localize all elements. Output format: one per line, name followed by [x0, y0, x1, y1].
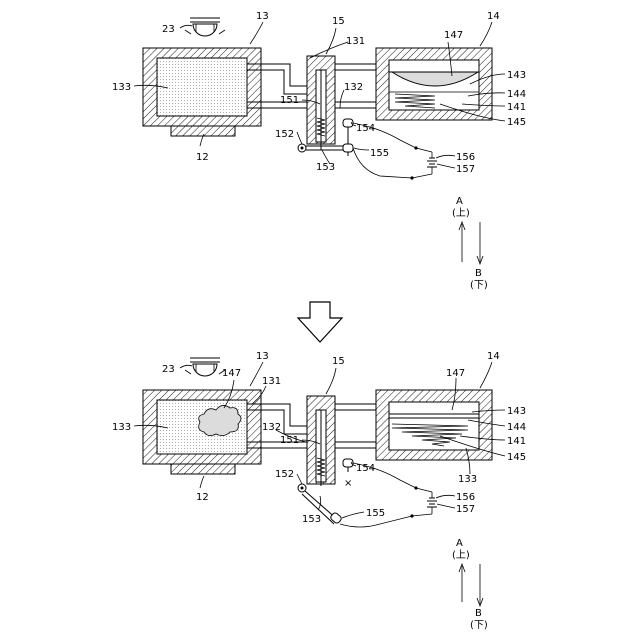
label-152-bottom: 152 — [275, 469, 294, 480]
label-154-bottom: 154 — [356, 463, 375, 474]
label-141: 141 — [507, 102, 526, 113]
label-dir-a: A — [456, 196, 463, 207]
label-13: 13 — [256, 11, 269, 22]
label-14-bottom: 14 — [487, 351, 500, 362]
label-132: 132 — [344, 82, 363, 93]
label-dir-b: B — [475, 268, 482, 279]
label-dir-a-sub: (上) — [452, 207, 470, 219]
label-144-bottom: 144 — [507, 422, 526, 433]
label-143-bottom: 143 — [507, 406, 526, 417]
label-131-bottom: 131 — [262, 376, 281, 387]
label-15-bottom: 15 — [332, 356, 345, 367]
lamp-icon — [185, 18, 225, 36]
label-147-bottom-right: 147 — [446, 368, 465, 379]
sensor-block-14 — [376, 48, 492, 120]
label-132-bottom: 132 — [262, 422, 281, 433]
chamber-block-13-bottom — [143, 390, 261, 474]
label-145-bottom: 145 — [507, 452, 526, 463]
label-151: 151 — [280, 95, 299, 106]
label-dir-a-sub-bottom: (上) — [452, 549, 470, 561]
valve-block-15 — [307, 56, 335, 150]
label-154: 154 — [356, 123, 375, 134]
label-133: 133 — [112, 82, 131, 93]
chamber-block-13 — [143, 48, 261, 136]
direction-arrows — [459, 222, 483, 264]
label-151-bottom: 151 — [280, 435, 299, 446]
bottom-figure: × — [112, 351, 526, 631]
label-157: 157 — [456, 164, 475, 175]
sensor-block-14-bottom — [376, 390, 492, 460]
label-12-bottom: 12 — [196, 492, 209, 503]
label-15: 15 — [332, 16, 345, 27]
transition-arrow-icon — [298, 302, 342, 342]
label-133-bottom-right: 133 — [458, 474, 477, 485]
label-147: 147 — [444, 30, 463, 41]
label-13-bottom: 13 — [256, 351, 269, 362]
label-23: 23 — [162, 24, 175, 35]
label-dir-b-sub-bottom: (下) — [470, 620, 488, 631]
label-156: 156 — [456, 152, 475, 163]
label-141-bottom: 141 — [507, 436, 526, 447]
label-152: 152 — [275, 129, 294, 140]
label-133-bottom-left: 133 — [112, 422, 131, 433]
label-144: 144 — [507, 89, 526, 100]
label-143: 143 — [507, 70, 526, 81]
label-131: 131 — [346, 36, 365, 47]
top-figure: 23 13 15 14 133 12 131 147 143 144 141 1… — [112, 11, 526, 291]
label-147-bottom-left: 147 — [222, 368, 241, 379]
label-153: 153 — [316, 162, 335, 173]
label-145: 145 — [507, 117, 526, 128]
label-12: 12 — [196, 152, 209, 163]
label-14: 14 — [487, 11, 500, 22]
label-dir-a-bottom: A — [456, 538, 463, 549]
label-dir-b-sub: (下) — [470, 280, 488, 291]
label-dir-b-bottom: B — [475, 608, 482, 619]
open-contact-mark: × — [344, 478, 352, 489]
lamp-icon-bottom — [185, 358, 225, 376]
label-23-bottom: 23 — [162, 364, 175, 375]
label-153-bottom: 153 — [302, 514, 321, 525]
direction-arrows-bottom — [459, 564, 483, 606]
label-156-bottom: 156 — [456, 492, 475, 503]
label-155-bottom: 155 — [366, 508, 385, 519]
label-157-bottom: 157 — [456, 504, 475, 515]
label-155: 155 — [370, 148, 389, 159]
